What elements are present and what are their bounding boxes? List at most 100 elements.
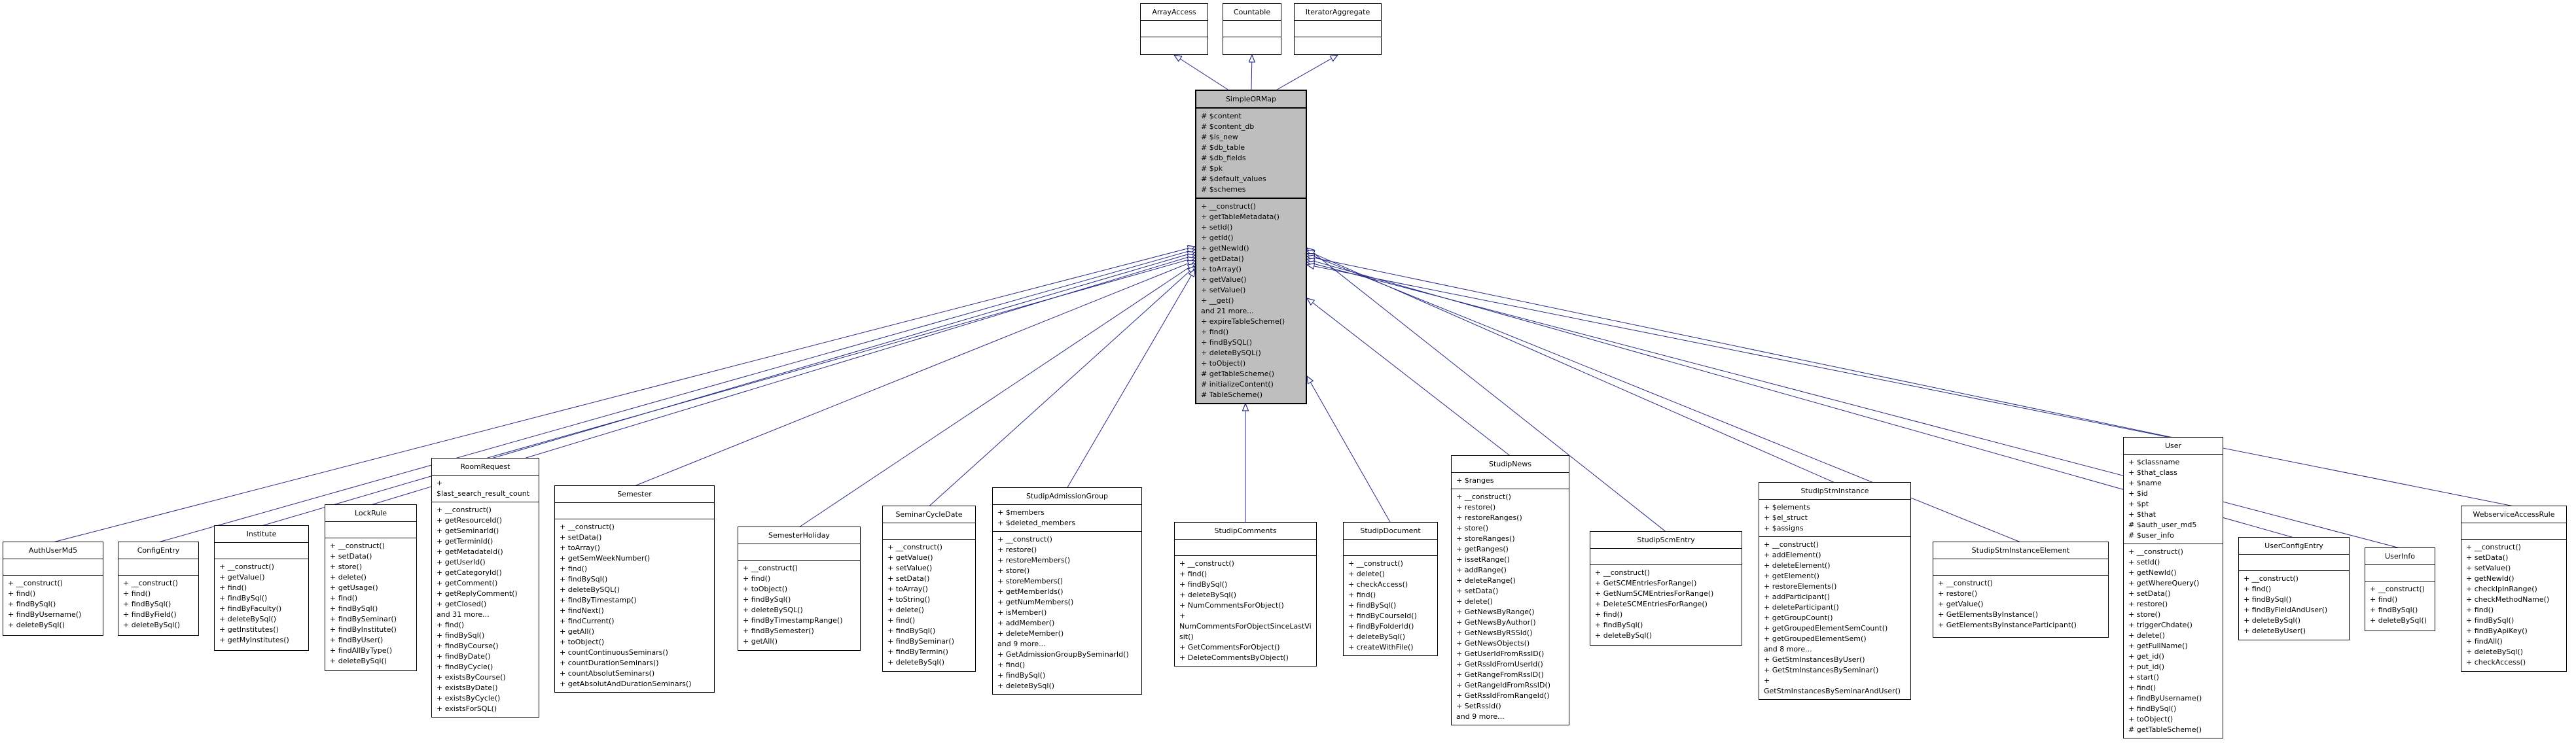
class-box-StudipStmInstanceElement[interactable]: StudipStmInstanceElement+ __construct()+… (1933, 542, 2109, 638)
member-row: + GetRangeIdFromRssID() (1456, 681, 1551, 689)
class-methods (1295, 37, 1381, 53)
member-row: + __get() (1201, 296, 1234, 305)
class-box-StudipNews[interactable]: StudipNews+ $ranges+ __construct()+ rest… (1451, 455, 1569, 725)
member-row: + __construct() (123, 579, 178, 587)
member-row: + getResourceId() (437, 516, 503, 525)
member-row: + deleteBySql() (2466, 648, 2524, 656)
member-row: + __construct() (2244, 574, 2299, 583)
member-row: + find() (2244, 585, 2272, 593)
class-box-StudipScmEntry[interactable]: StudipScmEntry+ __construct()+ GetSCMEnt… (1590, 531, 1742, 646)
member-row: + findByUsername() (2128, 694, 2202, 702)
class-box-UserInfo[interactable]: UserInfo+ __construct()+ find()+ findByS… (2365, 547, 2435, 631)
class-box-UserConfigEntry[interactable]: UserConfigEntry+ __construct()+ find()+ … (2238, 537, 2350, 640)
class-box-StudipStmInstance[interactable]: StudipStmInstance+ $elements+ $el_struct… (1759, 482, 1911, 700)
member-row: + $pt (2128, 500, 2149, 508)
class-attributes: + $members + $deleted_members (993, 505, 1141, 532)
member-row: and 8 more... (1764, 645, 1812, 653)
class-title: StudipStmInstance (1759, 483, 1910, 500)
member-row: + setData() (330, 552, 372, 561)
class-methods: + __construct()+ find()+ findBySql()+ de… (1175, 556, 1316, 666)
class-box-SimpleORMap[interactable]: SimpleORMap# $content# $content_db# $is_… (1195, 90, 1307, 404)
member-row: + getGroupedElementSem() (1764, 634, 1867, 643)
member-row: + getMemberIds() (997, 587, 1064, 596)
member-row: + restore() (1456, 503, 1496, 511)
class-box-SeminarCycleDate[interactable]: SeminarCycleDate+ __construct()+ getValu… (882, 506, 976, 672)
member-row: + GetRssIdFromUserId() (1456, 660, 1543, 668)
class-attributes (118, 559, 198, 576)
member-row: + getId() (1201, 234, 1234, 242)
member-row: + setValue() (887, 564, 933, 572)
class-attributes (325, 522, 416, 538)
class-title: RoomRequest (432, 459, 539, 476)
member-row: # getTableScheme() (1201, 370, 1275, 378)
member-row: + GetStmInstancesBySeminar() (1764, 666, 1879, 674)
member-row: + findBySeminar() (887, 637, 954, 646)
class-box-StudipDocument[interactable]: StudipDocument+ __construct()+ delete()+… (1343, 522, 1438, 656)
member-row: # $schemes (1201, 185, 1246, 194)
member-row: + findAll() (2466, 637, 2503, 646)
member-row: + __construct() (887, 543, 942, 551)
member-row: + findNext() (560, 606, 604, 615)
member-row: + toObject() (2128, 715, 2174, 723)
class-box-User[interactable]: User+ $classname+ $that_class+ $name+ $i… (2123, 437, 2223, 738)
class-box-ConfigEntry[interactable]: ConfigEntry+ __construct()+ find()+ find… (118, 542, 199, 636)
class-box-Institute[interactable]: Institute+ __construct()+ getValue()+ fi… (214, 525, 309, 651)
member-row: + __construct() (1348, 559, 1403, 568)
class-box-ArrayAccess[interactable]: ArrayAccess (1140, 3, 1208, 55)
member-row: + countContinuousSeminars() (560, 648, 668, 657)
class-methods: + __construct()+ find()+ findBySql()+ fi… (3, 576, 103, 633)
class-attributes: + $elements+ $el_struct+ $assigns (1759, 500, 1910, 537)
member-row: + issetRange() (1456, 555, 1510, 564)
class-box-StudipAdmissionGroup[interactable]: StudipAdmissionGroup+ $members+ $deleted… (992, 487, 1142, 695)
inheritance-edge-StudipAdmissionGroup-to-SimpleORMap (1067, 269, 1196, 489)
member-row: + findBySeminar() (330, 615, 397, 623)
class-methods: + __construct() + find() + findBySql() + fi… (2239, 571, 2349, 639)
member-row: + findByFieldAndUser() (2244, 606, 2328, 614)
member-row: + find() (997, 661, 1026, 669)
member-row: + setValue() (1201, 286, 1246, 294)
member-row: + $deleted_members (997, 519, 1076, 527)
class-methods: + __construct()+ getValue()+ find()+ fin… (215, 559, 308, 648)
class-box-RoomRequest[interactable]: RoomRequest+ $last_search_result_count+ … (431, 458, 539, 718)
member-row: + findBySql() (560, 575, 608, 583)
class-box-Countable[interactable]: Countable (1223, 3, 1281, 55)
member-row: + getData() (1201, 254, 1244, 263)
member-row: + getFullName() (2128, 642, 2188, 650)
member-row: + $assigns (1764, 524, 1804, 532)
member-row: + findByCourse() (437, 642, 499, 650)
member-row: + findByTimestamp() (560, 596, 637, 604)
member-row: + __construct() (1595, 568, 1650, 577)
member-row: + checkIpInRange() (2466, 585, 2537, 593)
member-row: + getValue() (887, 553, 933, 562)
class-methods: + __construct()+ find()+ toObject()+ fin… (738, 561, 860, 650)
member-row: + addRange() (1456, 566, 1507, 574)
class-box-StudipComments[interactable]: StudipComments+ __construct()+ find()+ f… (1174, 522, 1317, 667)
member-row: + findBySql() (1595, 621, 1643, 629)
member-row: + findBySql() (2370, 606, 2418, 614)
member-row: + getRanges() (1456, 545, 1509, 553)
class-box-WebserviceAccessRule[interactable]: WebserviceAccessRule+ __construct()+ set… (2461, 506, 2567, 672)
inheritance-edge-AuthUserMd5-to-SimpleORMap (52, 247, 1195, 543)
class-attributes (2461, 523, 2566, 540)
class-box-Semester[interactable]: Semester+ __construct()+ setData()+ toAr… (554, 485, 715, 693)
member-row: + $members (997, 508, 1045, 517)
class-box-SemesterHoliday[interactable]: SemesterHoliday+ __construct()+ find()+ … (738, 527, 861, 651)
class-methods: + __construct()+ setData()+ store()+ del… (325, 538, 416, 669)
inheritance-edge-StudipNews-to-SimpleORMap (1307, 298, 1511, 457)
class-box-AuthUserMd5[interactable]: AuthUserMd5+ __construct()+ find()+ find… (3, 542, 103, 636)
class-attributes (215, 543, 308, 559)
member-row: + start() (2128, 673, 2159, 682)
class-box-LockRule[interactable]: LockRule+ __construct()+ setData()+ stor… (325, 504, 417, 671)
class-box-IteratorAggregate[interactable]: IteratorAggregate (1294, 3, 1382, 55)
class-methods: + __construct()+ getTableMetadata()+ set… (1196, 199, 1306, 403)
member-row: + findBySql() (997, 671, 1046, 680)
member-row: + GetStmInstancesByUser() (1764, 655, 1865, 664)
class-methods: + __construct()+ find()+ findBySql()+ fi… (118, 576, 198, 633)
member-row: and 9 more... (1456, 712, 1505, 721)
member-row: + deleteBySql() (1348, 632, 1406, 641)
member-row: + find() (560, 564, 588, 573)
member-row: + restore() (997, 546, 1037, 554)
member-row: + findBySql() (2244, 595, 2292, 604)
member-row: + restore() (1938, 589, 1978, 598)
